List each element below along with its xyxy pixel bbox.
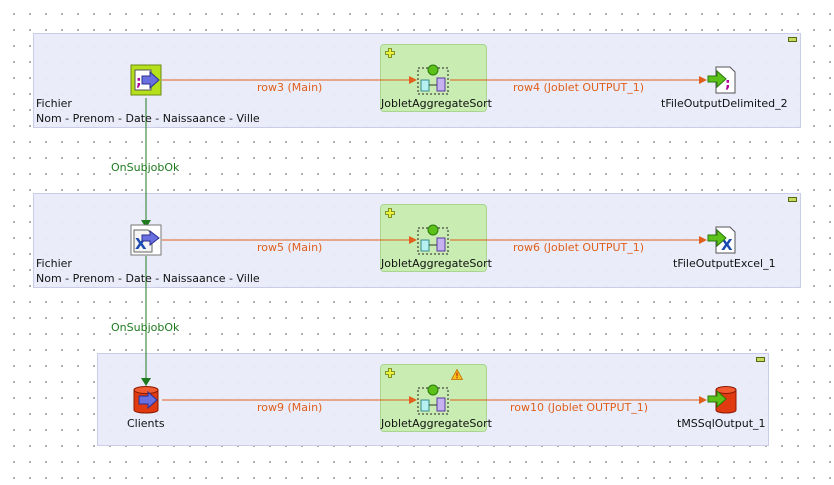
file-delimited-input-icon[interactable]: ; [130,64,162,96]
svg-text:X: X [721,236,733,254]
link-label[interactable]: row10 (Joblet OUTPUT_1) [510,401,649,414]
component-label: Fichier [36,97,72,110]
component-subtitle: Nom - Prenom - Date - Naissaance - Ville [36,272,260,285]
component-label: JobletAggregateSort [381,417,492,430]
svg-text:;: ; [136,74,142,90]
trigger-label[interactable]: OnSubjobOk [111,321,180,334]
expand-plus-icon[interactable] [385,208,395,218]
warning-icon[interactable] [451,369,463,380]
link-label[interactable]: row4 (Joblet OUTPUT_1) [513,81,645,94]
excel-input-icon[interactable]: X [130,224,162,256]
file-delimited-output-icon[interactable]: ; [706,64,738,96]
trigger-label[interactable]: OnSubjobOk [111,161,180,174]
collapse-subjob-3-button[interactable] [756,357,765,362]
expand-plus-icon[interactable] [385,368,395,378]
link-label[interactable]: row9 (Main) [257,401,323,414]
joblet-aggregate-icon[interactable] [417,224,449,256]
component-label: Clients [127,417,165,430]
component-label: tMSSqlOutput_1 [677,417,766,430]
component-label: tFileOutputDelimited_2 [661,97,788,110]
mssql-output-icon[interactable] [706,384,738,416]
link-label[interactable]: row6 (Joblet OUTPUT_1) [513,241,645,254]
component-subtitle: Nom - Prenom - Date - Naissaance - Ville [36,112,260,125]
mssql-input-icon[interactable] [130,384,162,416]
component-label: tFileOutputExcel_1 [673,257,776,270]
link-label[interactable]: row3 (Main) [257,81,323,94]
joblet-aggregate-icon[interactable] [417,64,449,96]
expand-plus-icon[interactable] [385,48,395,58]
collapse-subjob-2-button[interactable] [788,197,797,202]
component-label: JobletAggregateSort [381,97,492,110]
link-label[interactable]: row5 (Main) [257,241,323,254]
joblet-container-3[interactable] [380,364,487,432]
joblet-container-2[interactable] [380,204,487,272]
collapse-subjob-1-button[interactable] [788,37,797,42]
svg-text:;: ; [725,76,731,92]
joblet-aggregate-icon[interactable] [417,384,449,416]
component-label: JobletAggregateSort [381,257,492,270]
component-label: Fichier [36,257,72,270]
excel-output-icon[interactable]: X [706,224,738,256]
joblet-container-1[interactable] [380,44,487,112]
